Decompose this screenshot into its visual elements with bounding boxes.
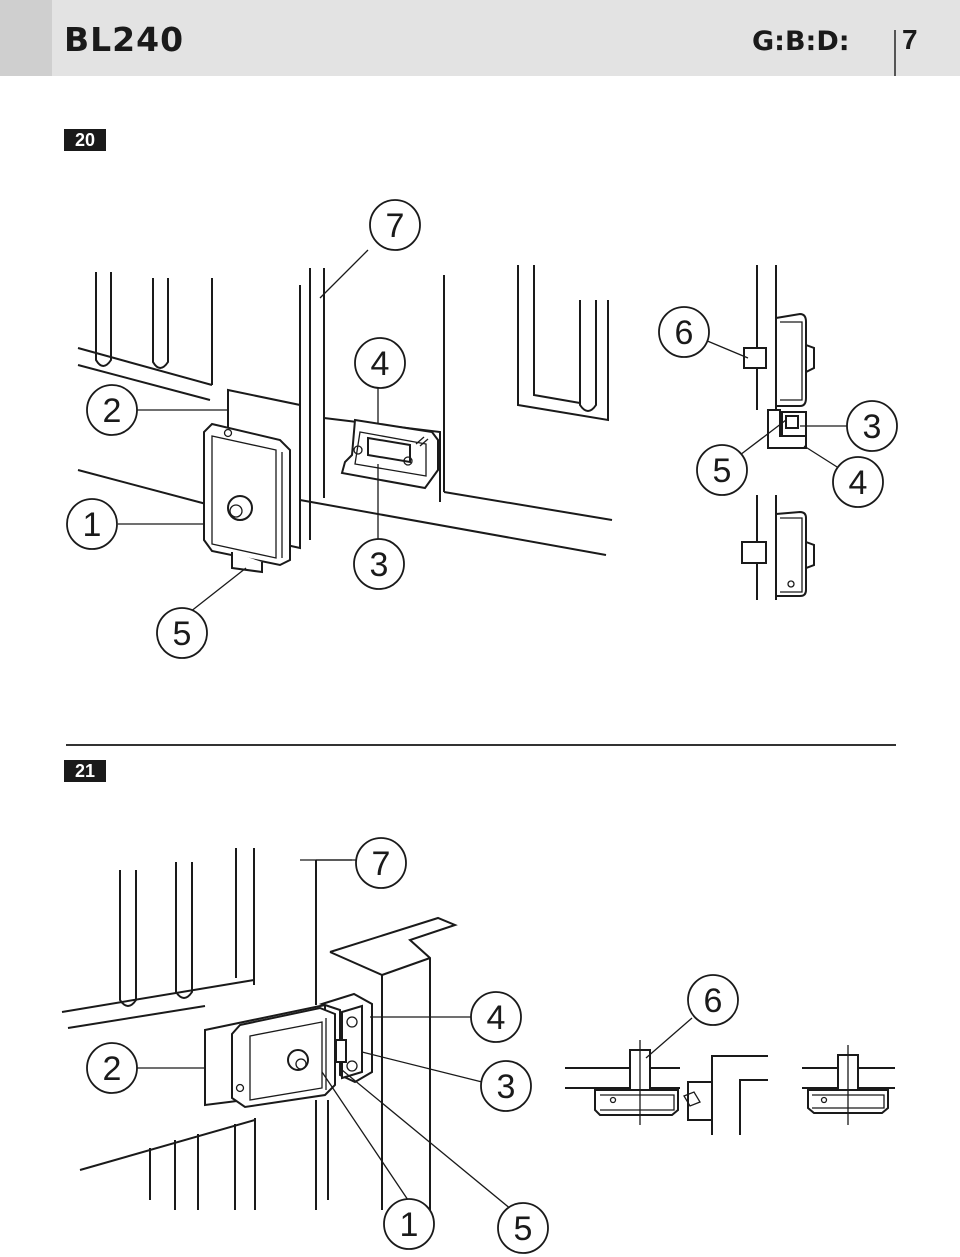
figure-20-detail-drawing — [704, 265, 848, 600]
detail-callout-5: 5 — [713, 452, 732, 490]
callout-4: 4 — [371, 345, 390, 383]
section-divider — [66, 744, 896, 746]
page-number: 7 — [902, 24, 918, 55]
brand-logo: G:B:D: — [752, 26, 850, 55]
fig21-callout-2: 2 — [103, 1050, 122, 1088]
figure-label-21: 21 — [64, 760, 106, 782]
figure-21-detail-drawing — [565, 1017, 895, 1135]
figure-20-callouts: 7 4 2 1 3 5 6 5 3 4 — [66, 199, 898, 659]
fig21-callout-7: 7 — [372, 845, 391, 883]
fig21-callout-4: 4 — [487, 999, 506, 1037]
detail-callout-6: 6 — [675, 314, 694, 352]
detail-callout-3: 3 — [863, 408, 882, 446]
model-title: BL240 — [64, 20, 185, 59]
callout-2: 2 — [103, 392, 122, 430]
fig21-detail-callout-6: 6 — [704, 982, 723, 1020]
callout-7: 7 — [386, 207, 405, 245]
callout-1: 1 — [83, 506, 102, 544]
figure-21-main-drawing — [61, 848, 513, 1211]
callout-3: 3 — [370, 546, 389, 584]
header-bar — [52, 0, 960, 76]
figure-label-20: 20 — [64, 129, 106, 151]
callout-5: 5 — [173, 615, 192, 653]
fig21-callout-3: 3 — [497, 1068, 516, 1106]
fig21-callout-5: 5 — [514, 1210, 533, 1248]
figure-20-main-drawing — [77, 249, 613, 613]
fig21-callout-1: 1 — [400, 1206, 419, 1244]
page-header: BL240 G:B:D: 7 — [0, 0, 960, 76]
brand-logo-text: G:B:D: — [752, 26, 850, 55]
figure-21-callouts: 7 4 2 3 1 5 6 — [86, 837, 739, 1254]
detail-callout-4: 4 — [849, 464, 868, 502]
header-side-block — [0, 0, 52, 76]
header-separator — [894, 30, 896, 76]
